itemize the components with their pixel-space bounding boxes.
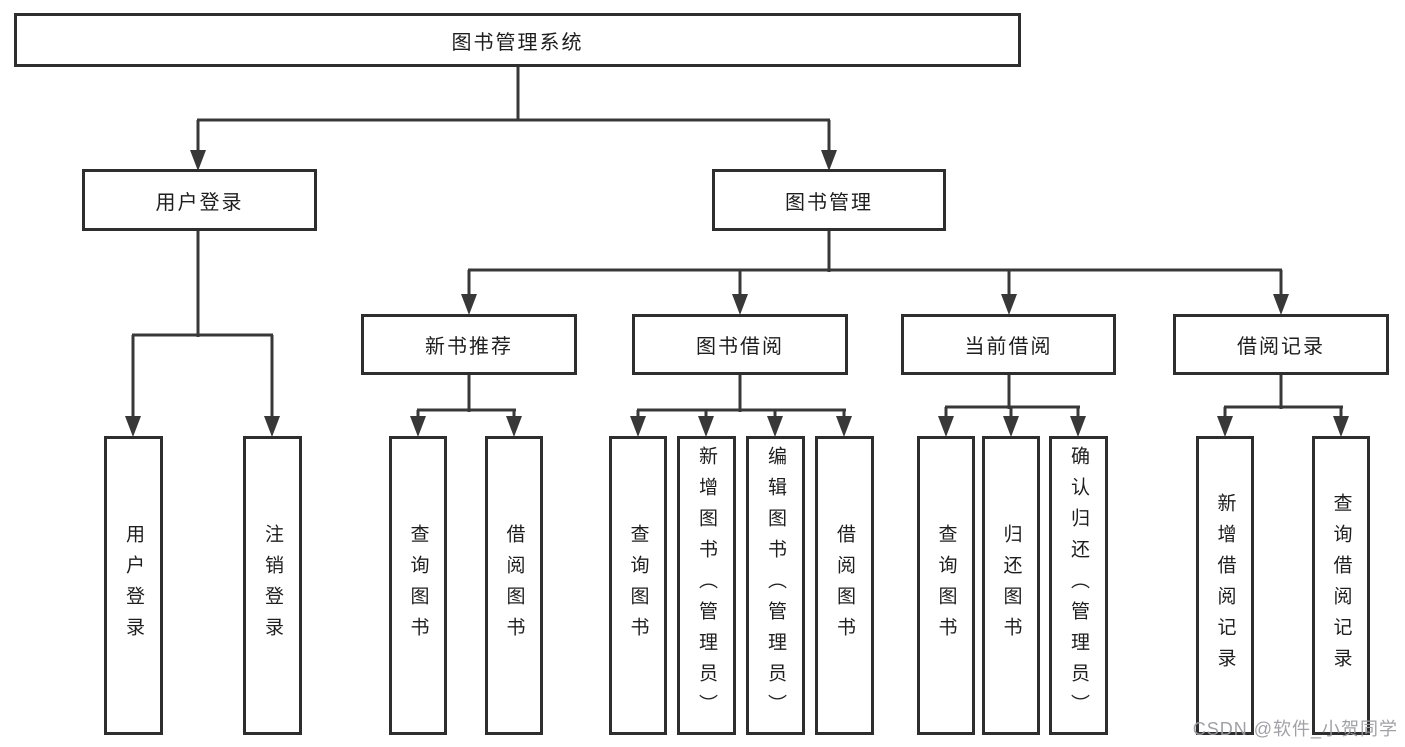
csdn-watermark: CSDN @软件_小贺同学 bbox=[1192, 719, 1398, 739]
leaf-query-books: 查询图书 bbox=[389, 436, 447, 735]
node-user-login: 用户登录 bbox=[82, 169, 317, 231]
tree-edges bbox=[131, 66, 1343, 418]
node-borrowing-records: 借阅记录 bbox=[1173, 314, 1389, 375]
leaf-borrow-books: 借阅图书 bbox=[815, 436, 874, 735]
leaf-add-borrow-record: 新增借阅记录 bbox=[1196, 436, 1254, 735]
leaf-label: 归还图书 bbox=[1000, 523, 1022, 648]
leaf-logout: 注销登录 bbox=[243, 436, 302, 735]
node-book-borrowing: 图书借阅 bbox=[632, 314, 848, 375]
leaf-label: 查询借阅记录 bbox=[1330, 492, 1352, 679]
leaf-label: 查询图书 bbox=[935, 523, 957, 648]
leaf-label: 注销登录 bbox=[262, 523, 283, 648]
leaf-query-books: 查询图书 bbox=[917, 436, 975, 735]
leaf-confirm-return-admin: 确认归还（管理员） bbox=[1049, 436, 1108, 735]
leaf-label: 新增借阅记录 bbox=[1214, 492, 1236, 679]
leaf-user-login: 用户登录 bbox=[104, 436, 163, 735]
node-book-management: 图书管理 bbox=[712, 169, 946, 231]
leaf-query-borrow-record: 查询借阅记录 bbox=[1312, 436, 1370, 735]
leaf-label: 借阅图书 bbox=[503, 523, 525, 648]
leaf-edit-book-admin: 编辑图书（管理员） bbox=[746, 436, 805, 735]
leaf-label: 确认归还（管理员） bbox=[1068, 446, 1089, 725]
leaf-label: 查询图书 bbox=[407, 523, 429, 648]
leaf-query-books: 查询图书 bbox=[609, 436, 667, 735]
leaf-add-book-admin: 新增图书（管理员） bbox=[677, 436, 736, 735]
leaf-borrow-books: 借阅图书 bbox=[485, 436, 543, 735]
node-new-book-recommendation: 新书推荐 bbox=[361, 314, 577, 375]
node-current-borrowing: 当前借阅 bbox=[901, 314, 1116, 375]
leaf-label: 用户登录 bbox=[123, 523, 144, 648]
leaf-label: 新增图书（管理员） bbox=[696, 446, 717, 725]
node-library-management-system: 图书管理系统 bbox=[14, 13, 1021, 67]
leaf-label: 借阅图书 bbox=[834, 523, 855, 648]
leaf-label: 查询图书 bbox=[627, 523, 649, 648]
leaf-label: 编辑图书（管理员） bbox=[765, 446, 786, 725]
leaf-return-books: 归还图书 bbox=[982, 436, 1040, 735]
